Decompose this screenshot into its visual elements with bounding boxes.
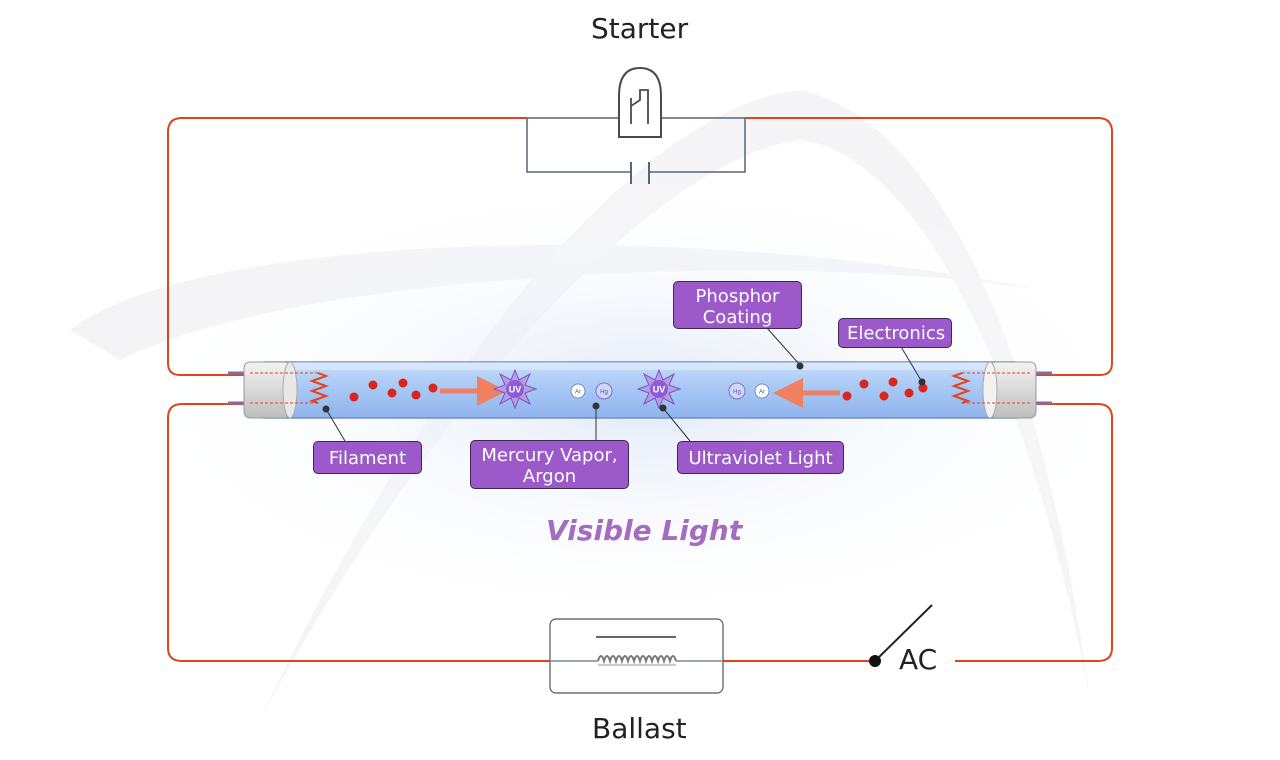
argon-atom-icon: Ar	[570, 383, 586, 399]
callout-mercury-line2: Argon	[522, 466, 577, 487]
electrons-right	[842, 377, 928, 401]
ballast-coil-icon	[597, 655, 677, 665]
wire-bottom-left	[167, 403, 550, 662]
callout-mercury-line1: Mercury Vapor,	[481, 445, 618, 466]
svg-text:Ar: Ar	[759, 390, 765, 396]
filament-coil-left-icon	[308, 372, 329, 404]
visible-light-label: Visible Light	[546, 514, 743, 547]
callout-phosphor-coating: Phosphor Coating	[673, 281, 802, 329]
svg-text:Hg: Hg	[600, 390, 608, 396]
switch-pivot-icon	[869, 655, 881, 667]
wire-top-right	[745, 117, 1113, 376]
electrons-left	[349, 378, 438, 402]
ballast-box	[549, 618, 724, 694]
callout-ultraviolet-light: Ultraviolet Light	[677, 441, 844, 474]
svg-text:UV: UV	[509, 385, 522, 395]
svg-text:Hg: Hg	[733, 390, 741, 396]
ballast-label: Ballast	[592, 712, 687, 745]
uv-burst-right-icon: UV	[636, 368, 682, 410]
wire-bottom-right	[955, 403, 1113, 662]
starter-bulb-icon	[618, 66, 662, 138]
ac-label: AC	[899, 643, 938, 676]
svg-text:UV: UV	[653, 385, 666, 395]
ac-switch	[869, 604, 933, 667]
mercury-atom-icon: Hg	[595, 382, 613, 400]
svg-text:Ar: Ar	[575, 390, 581, 396]
callout-electronics: Electronics	[838, 318, 952, 348]
mercury-atom-icon: Hg	[728, 382, 746, 400]
starter-label: Starter	[591, 12, 689, 45]
argon-atom-icon: Ar	[754, 383, 770, 399]
uv-burst-left-icon: UV	[492, 368, 538, 410]
starter-assembly	[526, 66, 746, 184]
callout-mercury-vapor-argon: Mercury Vapor, Argon	[470, 440, 629, 489]
wire-top-left	[167, 117, 527, 376]
callout-phosphor-line1: Phosphor	[695, 286, 780, 307]
callout-phosphor-line2: Coating	[702, 307, 773, 328]
callout-leaders	[322, 327, 926, 442]
filament-coil-right-icon	[951, 372, 972, 404]
callout-filament: Filament	[313, 441, 422, 474]
circuit-wires	[167, 117, 1113, 662]
